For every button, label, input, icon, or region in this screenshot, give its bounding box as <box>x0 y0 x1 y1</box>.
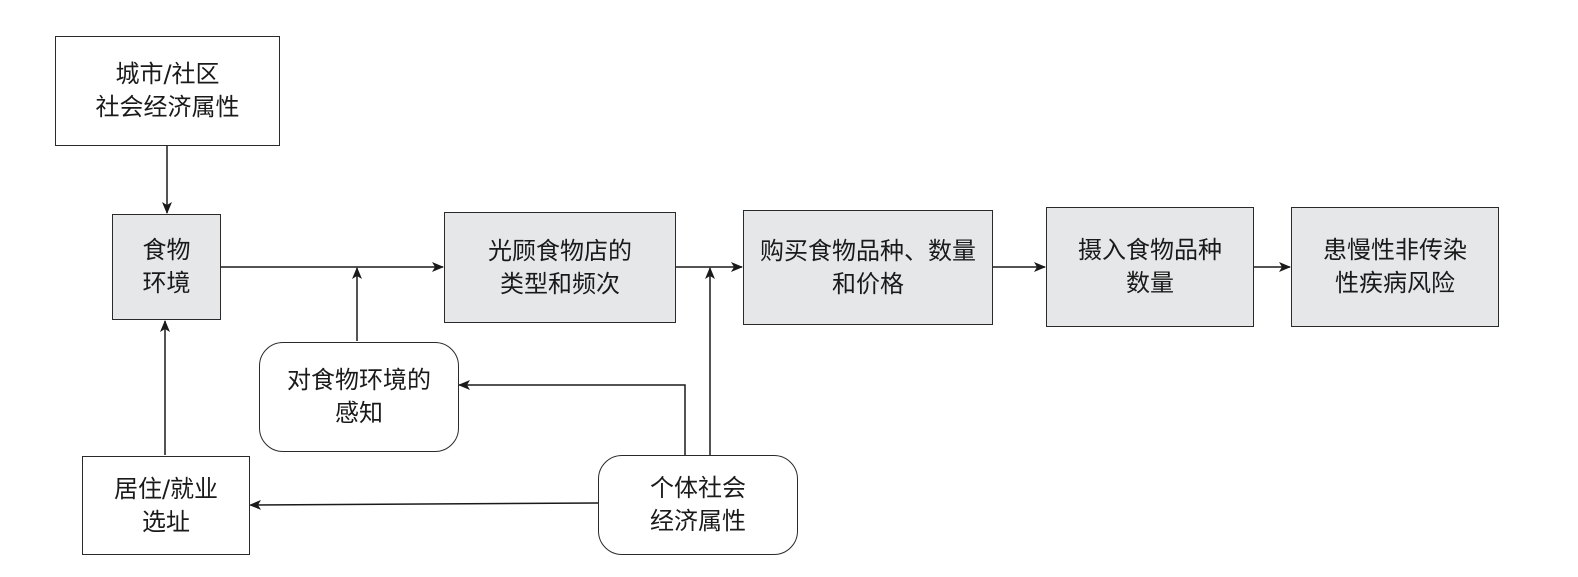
city-community-attributes-box: 城市/社区 社会经济属性 <box>55 36 280 146</box>
perception-line-1: 对食物环境的 <box>287 366 431 394</box>
store-visit-line-1: 光顾食物店的 <box>488 236 632 265</box>
food-env-line-1: 食物 <box>142 236 191 264</box>
residence-employment-location-box: 居住/就业 选址 <box>82 456 250 555</box>
residence-line-1: 居住/就业 <box>113 474 219 503</box>
arrow-individual-to-residence <box>249 499 599 510</box>
residence-line-2: 选址 <box>142 507 190 536</box>
food-env-line-2: 环境 <box>142 269 191 297</box>
food-environment-perception-box: 对食物环境的 感知 <box>259 342 459 452</box>
store-visit-box: 光顾食物店的 类型和频次 <box>444 212 676 323</box>
food-purchase-box: 购买食物品种、数量 和价格 <box>743 210 993 325</box>
ncd-risk-line-2: 性疾病风险 <box>1335 269 1455 297</box>
individual-socioeconomic-box: 个体社会 经济属性 <box>598 455 798 555</box>
intake-line-1: 摄入食物品种 <box>1078 236 1222 264</box>
individual-line-1: 个体社会 <box>650 474 746 502</box>
food-intake-box: 摄入食物品种 数量 <box>1046 207 1254 327</box>
food-environment-box: 食物 环境 <box>112 214 221 320</box>
intake-line-2: 数量 <box>1126 269 1174 297</box>
purchase-line-1: 购买食物品种、数量 <box>760 236 976 265</box>
city-attr-line-1: 城市/社区 <box>115 60 220 88</box>
individual-line-2: 经济属性 <box>650 507 746 535</box>
ncd-risk-line-1: 患慢性非传染 <box>1323 236 1467 264</box>
purchase-line-2: 和价格 <box>832 269 904 298</box>
arrow-individual-to-perception <box>458 380 686 456</box>
ncd-risk-box: 患慢性非传染 性疾病风险 <box>1291 207 1499 327</box>
perception-line-2: 感知 <box>335 399 383 427</box>
store-visit-line-2: 类型和频次 <box>500 269 620 298</box>
city-attr-line-2: 社会经济属性 <box>95 93 240 121</box>
